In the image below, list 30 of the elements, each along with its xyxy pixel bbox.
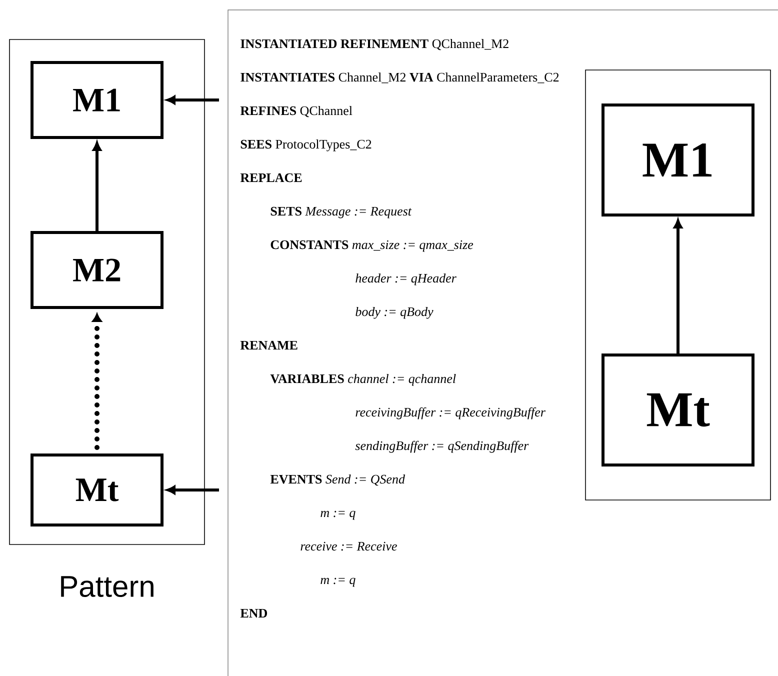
code-line: CONSTANTS max_size := qmax_size xyxy=(270,240,474,252)
code-line: RENAME xyxy=(240,340,298,350)
machine-box: M1 xyxy=(602,104,754,216)
code-line: m := q xyxy=(320,578,356,587)
frame-box xyxy=(585,70,771,500)
code-line: INSTANTIATED REFINEMENT QChannel_M2 xyxy=(240,38,508,50)
code-line: m := q xyxy=(320,510,356,520)
code-line: header := qHeader xyxy=(356,273,456,286)
code-line: EVENTS Send := QSend xyxy=(270,474,406,486)
code-line: sendingBuffer := qSendingBuffer xyxy=(355,440,529,453)
code-line: VARIABLES channel := qchannel xyxy=(270,374,456,386)
code-line: body := qBody xyxy=(356,306,434,319)
arrow xyxy=(166,96,219,104)
arrow xyxy=(92,314,102,450)
code-line: receivingBuffer := qReceivingBuffer xyxy=(356,407,546,420)
machine-box: Mt xyxy=(602,353,754,466)
code-line: SETS Message := Request xyxy=(270,206,412,218)
code-line: INSTANTIATES Channel_M2 VIA ChannelParameters_C2 xyxy=(240,72,559,84)
code-line: SEES ProtocolTypes_C2 xyxy=(240,139,372,152)
machine-box: M2 xyxy=(30,230,164,309)
machine-box: Mt xyxy=(30,453,164,526)
code-line: END xyxy=(240,608,268,618)
arrow xyxy=(92,142,102,231)
code-line: REFINES QChannel xyxy=(240,106,352,118)
arrow xyxy=(166,486,219,494)
code-line: receive := Receive xyxy=(300,542,397,551)
machine-box: M1 xyxy=(30,60,164,139)
node-label: Pattern xyxy=(61,576,154,598)
code-line: REPLACE xyxy=(240,173,302,182)
arrow xyxy=(674,219,682,354)
